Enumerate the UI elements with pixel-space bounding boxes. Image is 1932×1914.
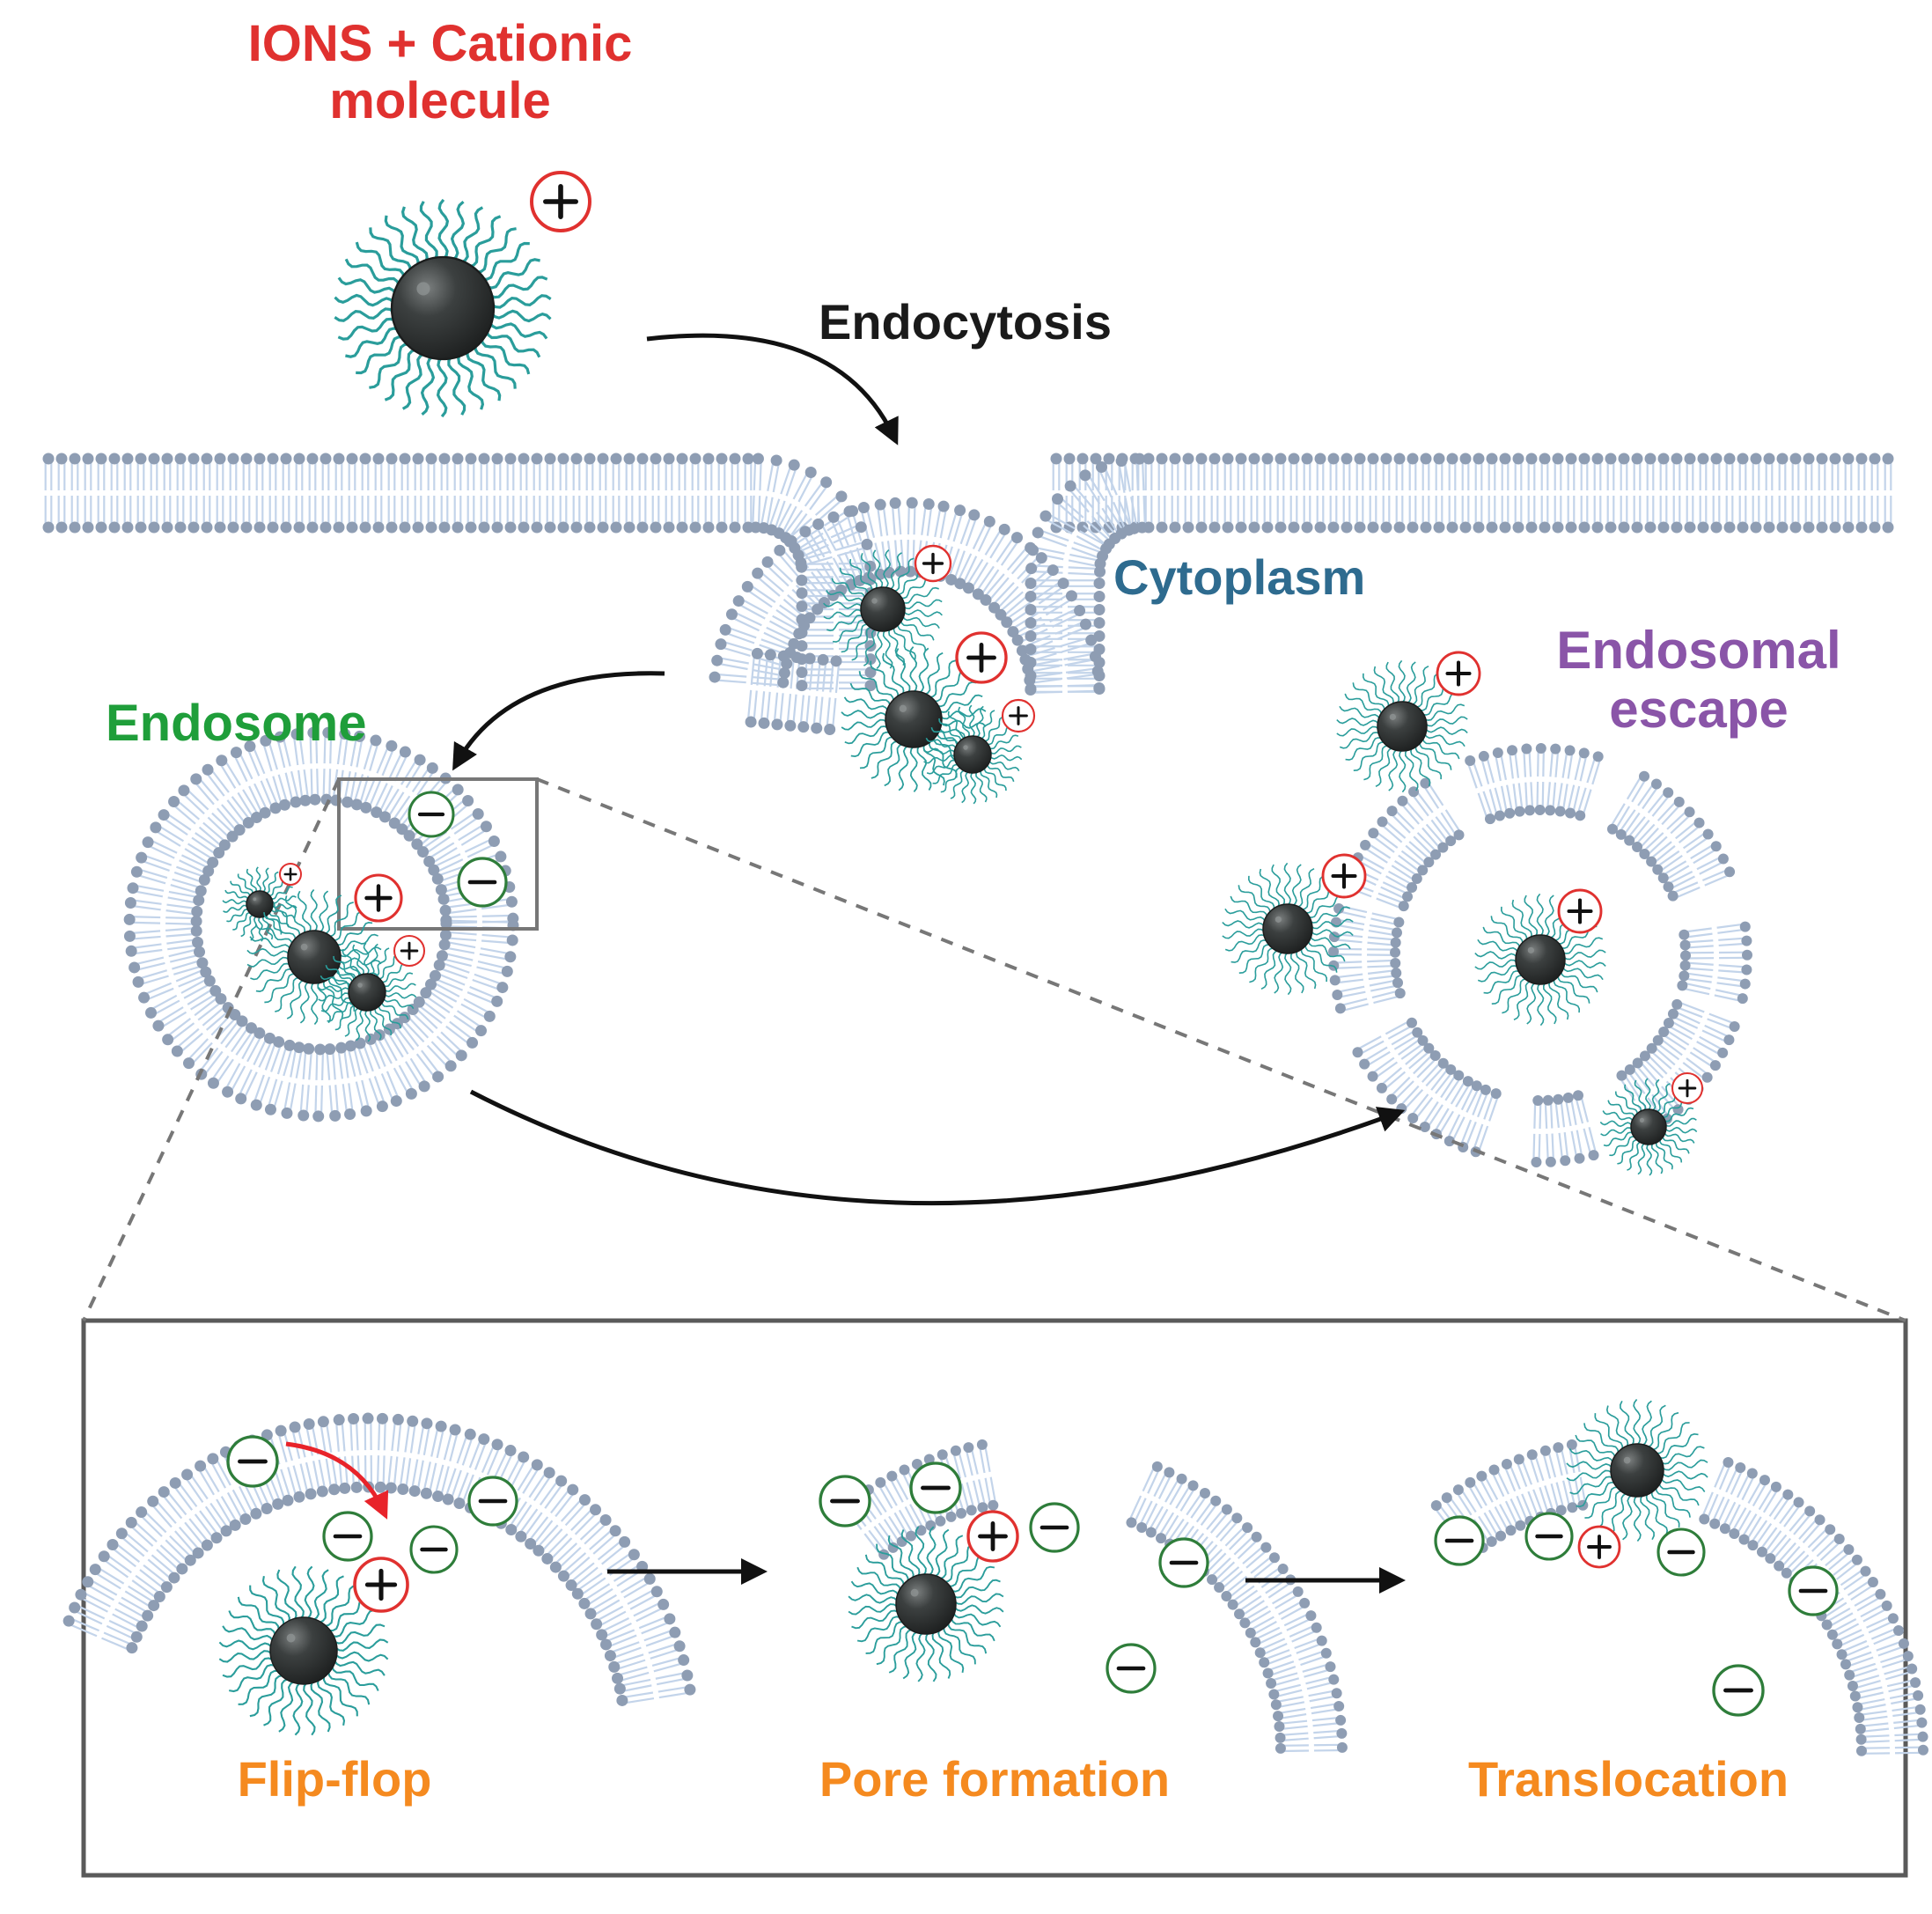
process-arrows (285, 333, 1406, 1594)
nanoparticle-icon (1222, 862, 1354, 996)
positive-charge-icon (393, 934, 426, 968)
nanoparticle-icon (1566, 1399, 1708, 1542)
label-cytoplasm: Cytoplasm (1113, 549, 1366, 605)
nanoparticle-icon (222, 866, 298, 942)
nanoparticle-icon (848, 1526, 1004, 1682)
negative-charge-icon (457, 857, 508, 908)
nanoparticle-icon (1336, 659, 1468, 793)
title-ions-cationic: IONS + Cationic molecule (158, 15, 722, 130)
nanoparticle-icon (922, 704, 1023, 805)
positive-charge-icon (955, 631, 1008, 684)
step-label-flip-flop: Flip-flop (237, 1751, 432, 1807)
positive-charge-icon (914, 544, 952, 583)
charge-markers (226, 171, 1839, 1717)
negative-charge-icon (1106, 1643, 1157, 1694)
negative-charge-icon (909, 1461, 962, 1514)
escape-line1: Endosomal (1556, 621, 1841, 680)
nanoparticle-icon (1474, 893, 1606, 1027)
positive-charge-icon (1671, 1071, 1704, 1105)
positive-charge-icon (530, 171, 591, 232)
escape-line2: escape (1609, 680, 1789, 740)
nanoparticle-icon (1599, 1078, 1698, 1176)
negative-charge-icon (322, 1511, 373, 1562)
nanoparticle-icon (317, 942, 417, 1042)
title-line1: IONS + Cationic (247, 15, 633, 72)
negative-charge-icon (1029, 1502, 1080, 1553)
negative-charge-icon (1434, 1515, 1485, 1566)
label-endosome: Endosome (106, 695, 367, 752)
negative-charge-icon (226, 1435, 279, 1488)
negative-charge-icon (819, 1475, 871, 1528)
negative-charge-icon (1712, 1664, 1765, 1717)
nanoparticle-icon (246, 888, 382, 1026)
endosome-vesicle (123, 726, 519, 1123)
positive-charge-icon (966, 1510, 1019, 1563)
negative-charge-icon (1524, 1512, 1574, 1561)
step-label-pore-formation: Pore formation (819, 1751, 1171, 1807)
nanoparticle-icon (218, 1565, 389, 1736)
positive-charge-icon (1436, 651, 1481, 696)
positive-charge-icon (1001, 698, 1036, 733)
positive-charge-icon (1321, 853, 1367, 899)
nanoparticles (218, 198, 1708, 1736)
negative-charge-icon (1657, 1528, 1706, 1577)
negative-charge-icon (1158, 1537, 1209, 1588)
positive-charge-icon (353, 1557, 409, 1613)
positive-charge-icon (1577, 1525, 1621, 1569)
nanoparticle-icon (334, 198, 552, 418)
positive-charge-icon (1557, 888, 1603, 934)
negative-charge-icon (1788, 1565, 1839, 1616)
positive-charge-icon (354, 873, 403, 923)
positive-charge-icon (279, 863, 302, 886)
negative-charge-icon (408, 791, 455, 838)
negative-charge-icon (467, 1476, 518, 1527)
label-endocytosis: Endocytosis (819, 294, 1112, 350)
ruptured-endosome (1328, 743, 1752, 1167)
label-endosomal-escape: Endosomal escape (1523, 621, 1875, 739)
step-label-translocation: Translocation (1467, 1751, 1789, 1807)
negative-charge-icon (409, 1525, 459, 1574)
title-line2: molecule (329, 71, 551, 129)
